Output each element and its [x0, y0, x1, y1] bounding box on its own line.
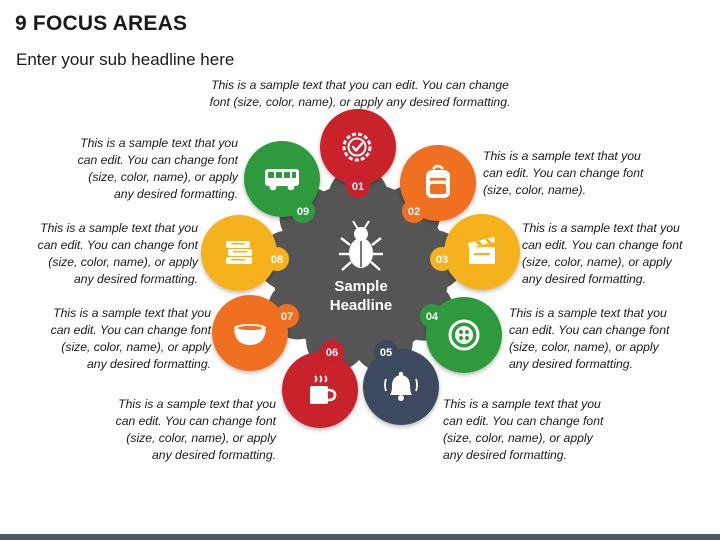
backpack-icon [426, 164, 450, 198]
clapperboard-icon [468, 237, 495, 264]
hot-drink-icon [310, 375, 337, 404]
number-badge-05: 05 [374, 340, 398, 364]
bowl-icon [234, 324, 266, 345]
center-headline-line1: Sample [334, 278, 387, 295]
area-number-07: 07 [281, 311, 293, 323]
number-badge-03: 03 [430, 247, 454, 271]
number-badge-08: 08 [265, 247, 289, 271]
area-number-04: 04 [426, 311, 439, 323]
area-number-01: 01 [352, 181, 364, 193]
footer-bar [0, 534, 720, 540]
number-badge-04: 04 [420, 304, 444, 328]
area-01-description: This is a sample text that you can edit.… [209, 78, 511, 109]
books-icon [226, 241, 252, 264]
bug-icon [339, 220, 383, 271]
area-number-08: 08 [271, 254, 283, 266]
page-title: 9 FOCUS AREAS [15, 12, 188, 35]
bell-icon [384, 371, 418, 401]
page-subtitle: Enter your sub headline here [16, 50, 235, 69]
button-icon [448, 319, 480, 351]
number-badge-02: 02 [402, 199, 426, 223]
bus-icon [265, 169, 299, 191]
area-number-02: 02 [408, 206, 420, 218]
area-number-05: 05 [380, 347, 392, 359]
area-number-09: 09 [297, 206, 309, 218]
center-headline-line2: Headline [330, 297, 393, 314]
number-badge-01: 01 [346, 174, 370, 198]
area-number-03: 03 [436, 254, 448, 266]
area-number-06: 06 [326, 347, 338, 359]
badge-check-icon [342, 132, 372, 162]
number-badges: 01 02 03 04 05 06 07 08 09 [265, 174, 454, 364]
number-badge-07: 07 [275, 304, 299, 328]
number-badge-06: 06 [320, 340, 344, 364]
number-badge-09: 09 [291, 199, 315, 223]
